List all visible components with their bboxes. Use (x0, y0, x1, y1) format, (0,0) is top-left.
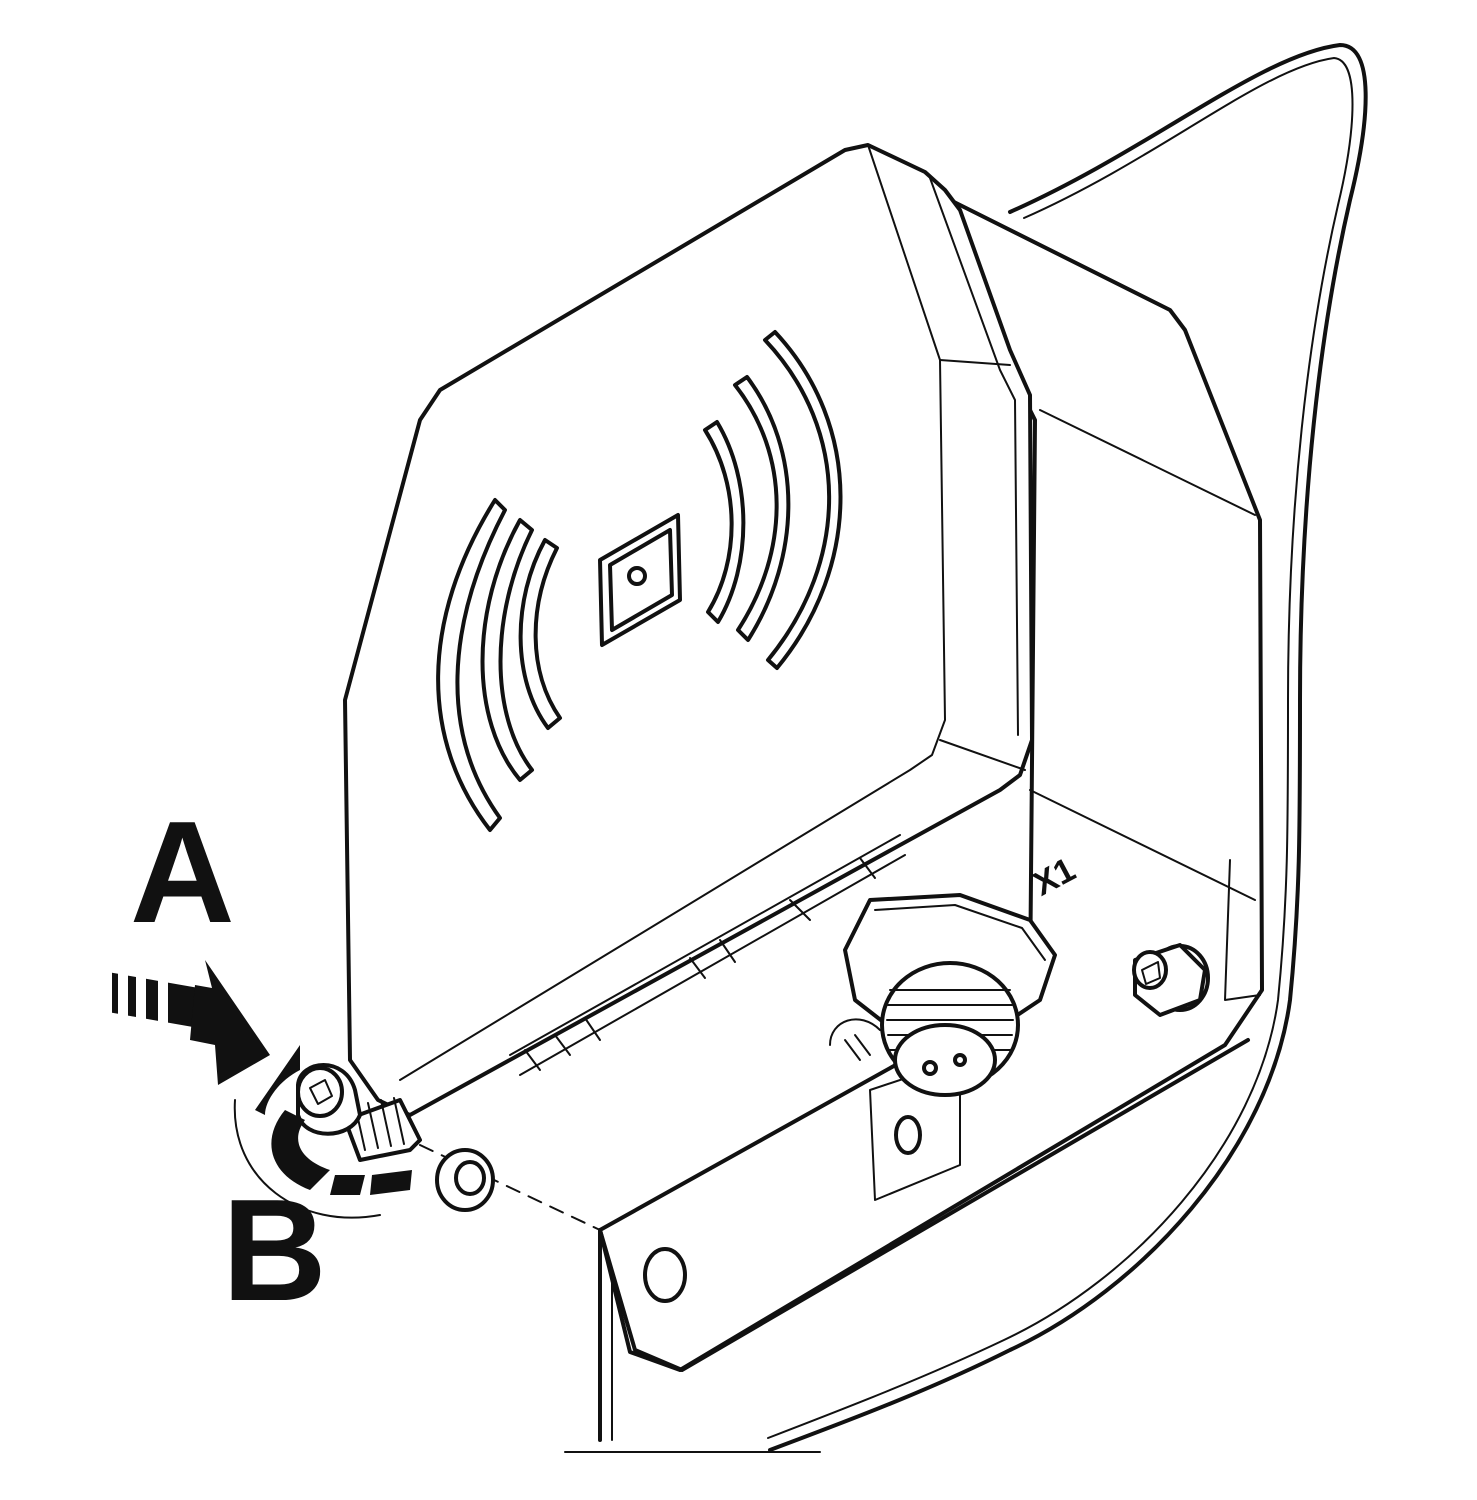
step-label-b: B (222, 1169, 327, 1331)
arrow-a-icon (112, 960, 270, 1085)
rfid-wave-left-icon (436, 498, 562, 832)
reader-front-face (343, 143, 1034, 1117)
rfid-wave-right-icon (703, 330, 843, 670)
step-label-a: A (130, 791, 235, 953)
reader-housing-side (598, 188, 1264, 1372)
ground-symbol-icon (829, 1018, 881, 1061)
cap-screw-right (1132, 943, 1210, 1017)
x1-connector: X1 (843, 850, 1082, 1097)
cap-screw-left (296, 1063, 601, 1231)
brand-logo-icon (598, 513, 682, 647)
mount-hole-front (643, 1247, 687, 1303)
mount-hole (894, 1115, 922, 1155)
rotation-arrow-b-icon (233, 1045, 412, 1219)
housing-grip-ribs (509, 834, 906, 1076)
mounting-surface (564, 43, 1368, 1453)
